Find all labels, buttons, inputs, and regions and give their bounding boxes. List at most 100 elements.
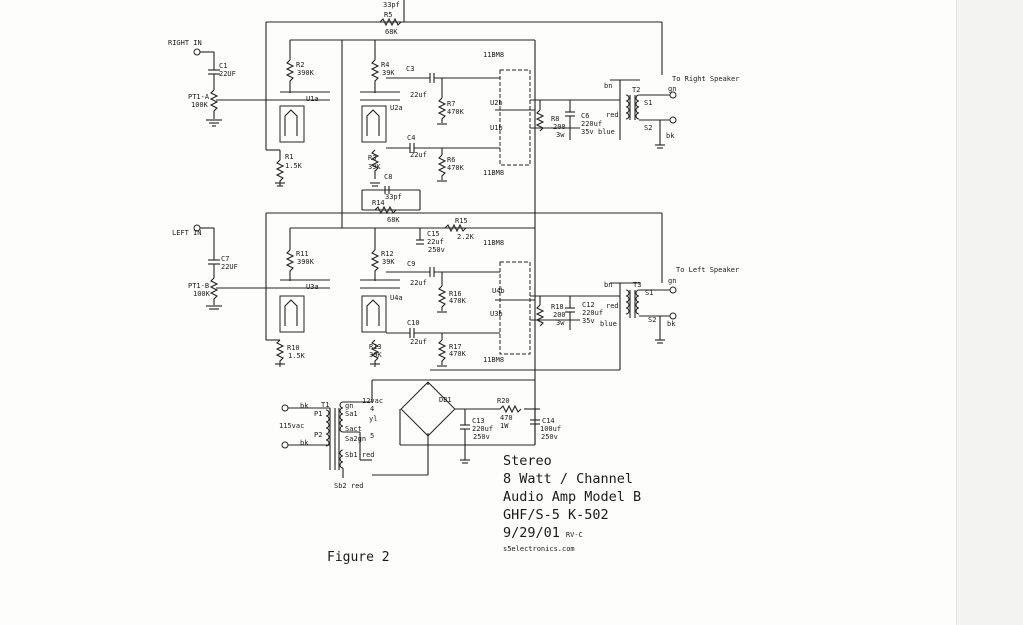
label-r4: R4 (381, 61, 389, 69)
label-c3-value: 22uf (410, 91, 427, 99)
label-r1-value: 1.5K (285, 162, 303, 170)
label-left-in: LEFT IN (172, 229, 202, 237)
label-r8-rating: 3w (556, 131, 565, 139)
label-c15-value: 22uf (427, 238, 444, 246)
label-c4: C4 (407, 134, 415, 142)
label-t1-sact: Sact (345, 425, 362, 433)
label-u3b: U3b (490, 310, 503, 318)
label-c4-value: 22uf (410, 151, 427, 159)
label-tube-top2: 11BM8 (483, 169, 504, 177)
label-c10: C10 (407, 319, 420, 327)
label-c6: C6 (581, 112, 589, 120)
label-c14-value: 100uf (540, 425, 561, 433)
label-u2b: U2b (490, 99, 503, 107)
label-pin4: 4 (370, 405, 374, 413)
label-r6-value: 470K (447, 164, 465, 172)
label-t1-p1: P1 (314, 410, 322, 418)
label-r15: R15 (455, 217, 468, 225)
label-ps-bk-1: bk (300, 402, 309, 410)
label-r11-value: 390K (297, 258, 315, 266)
label-pt1b: PT1-B (188, 282, 209, 290)
label-r4-value: 39K (382, 69, 395, 77)
scanner-margin (956, 0, 1023, 625)
title-line-3: Audio Amp Model B (503, 489, 642, 505)
label-wire-bn-2: bn (604, 281, 612, 289)
label-c7: C7 (221, 255, 229, 263)
label-c7-value: 22UF (221, 263, 238, 271)
label-r5: R5 (384, 11, 392, 19)
label-u1a: U1a (306, 95, 319, 103)
label-r15-value: 2.2K (457, 233, 475, 241)
label-c3: C3 (406, 65, 414, 73)
label-wire-gn-2: gn (668, 277, 676, 285)
label-wire-blue: blue (598, 128, 615, 136)
label-c12: C12 (582, 301, 595, 309)
title-block: Stereo 8 Watt / Channel Audio Amp Model … (503, 452, 641, 553)
label-tube-bot2: 11BM8 (483, 356, 504, 364)
label-t2-s2: S2 (644, 124, 652, 132)
label-r14: R14 (372, 199, 385, 207)
label-r16-value: 470K (449, 297, 467, 305)
label-right-speaker: To Right Speaker (672, 75, 739, 83)
label-c13-rating: 250v (473, 433, 490, 441)
label-c14: C14 (542, 417, 555, 425)
label-wire-red: red (606, 111, 619, 119)
label-12vac: 12vac (362, 397, 383, 405)
label-r18: R18 (551, 303, 564, 311)
label-r16: R16 (449, 290, 462, 298)
label-c14-rating: 250v (541, 433, 558, 441)
label-c10-value: 22uf (410, 338, 427, 346)
label-r2-value: 390K (297, 69, 315, 77)
title-site: s5electronics.com (503, 545, 575, 553)
label-r11: R11 (296, 250, 309, 258)
label-ps-bk-2: bk (300, 439, 309, 447)
label-c8: C8 (384, 173, 392, 181)
label-t3-s1: S1 (645, 289, 653, 297)
label-r8-value: 200 (553, 123, 566, 131)
label-u1b: U1b (490, 124, 503, 132)
label-u2a: U2a (390, 104, 403, 112)
label-t1-sb1: Sb1 red (345, 451, 375, 459)
label-r7-value: 470K (447, 108, 465, 116)
title-line-1: Stereo (503, 453, 552, 469)
label-r10-value: 1.5K (288, 352, 306, 360)
label-wire-gn: gn (668, 85, 676, 93)
label-r12-value: 39K (382, 258, 395, 266)
label-c12-value: 220uf (582, 309, 603, 317)
label-pin5: 5 (370, 432, 374, 440)
label-r3-value: 39K (368, 163, 381, 171)
label-left-speaker: To Left Speaker (676, 266, 739, 274)
label-wire-bk-2: bk (667, 320, 676, 328)
label-r18-rating: 3w (556, 319, 565, 327)
label-right-in: RIGHT IN (168, 39, 202, 47)
title-line-4: GHF/S-5 K-502 (503, 507, 609, 523)
title-line-2: 8 Watt / Channel (503, 471, 634, 487)
label-c15: C15 (427, 230, 440, 238)
figure-caption: Figure 2 (327, 550, 390, 565)
label-t1-sa2gn: Sa2gn (345, 435, 366, 443)
label-t2: T2 (632, 86, 640, 94)
label-r6: R6 (447, 156, 455, 164)
label-c12-rating: 35v (582, 317, 595, 325)
label-r5-value: 68K (385, 28, 398, 36)
label-c13: C13 (472, 417, 485, 425)
label-r13-value: 39K (369, 351, 382, 359)
label-r18-value: 200 (553, 311, 566, 319)
label-c5-value: 33pf (383, 1, 400, 9)
label-t1-p2: P2 (314, 431, 322, 439)
label-t1-gn: gn (345, 402, 353, 410)
label-c1: C1 (219, 62, 227, 70)
label-wire-bn: bn (604, 82, 612, 90)
label-r20-rating: 1W (500, 422, 509, 430)
label-t1-sb2: Sb2 red (334, 482, 364, 490)
label-t3-s2: S2 (648, 316, 656, 324)
label-r17: R17 (449, 343, 462, 351)
label-r7: R7 (447, 100, 455, 108)
title-rev: RV-C (565, 531, 583, 539)
label-115vac: 115vac (279, 422, 304, 430)
label-u3a: U3a (306, 283, 319, 291)
